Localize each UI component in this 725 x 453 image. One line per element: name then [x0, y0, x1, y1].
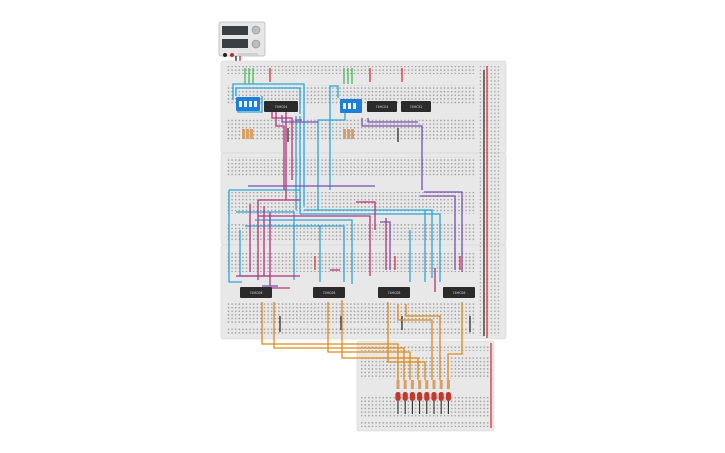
chip-u3[interactable]: 74HC32 [401, 101, 431, 112]
orange-wires [261, 300, 463, 380]
resistor-array-2[interactable] [343, 129, 354, 139]
chip-label: 74HC08 [388, 291, 401, 295]
blue-wires [228, 83, 441, 284]
led[interactable] [431, 392, 437, 401]
chip-u4[interactable]: 74HC08 [240, 287, 272, 298]
led[interactable] [395, 392, 401, 401]
led[interactable] [438, 392, 444, 401]
resistor[interactable] [439, 380, 443, 389]
resistor[interactable] [446, 380, 450, 389]
purple-wires [248, 115, 463, 287]
resistor[interactable] [396, 380, 400, 389]
chip-u5[interactable]: 74HC08 [313, 287, 345, 298]
resistor[interactable] [403, 380, 407, 389]
chip-u2[interactable]: 74HC04 [367, 101, 397, 112]
chip-u7[interactable]: 74HC08 [443, 287, 475, 298]
rail-wires [244, 66, 492, 428]
led[interactable] [417, 392, 423, 401]
led-row [395, 380, 451, 414]
knob-icon[interactable] [251, 39, 261, 49]
chip-label: 74HC08 [250, 291, 263, 295]
resistor[interactable] [432, 380, 436, 389]
led[interactable] [445, 392, 451, 401]
chip-u1[interactable]: 74HC04 [264, 101, 298, 112]
knob-icon[interactable] [251, 25, 261, 35]
chip-u6[interactable]: 74HC08 [378, 287, 410, 298]
magenta-wires [236, 110, 436, 292]
power-supply[interactable] [218, 21, 266, 57]
led[interactable] [402, 392, 408, 401]
dip-switch-1[interactable] [236, 97, 260, 111]
led[interactable] [409, 392, 415, 401]
resistor[interactable] [425, 380, 429, 389]
resistor-array-1[interactable] [242, 129, 253, 139]
led[interactable] [424, 392, 430, 401]
chip-label: 74HC04 [376, 105, 389, 109]
chip-label: 74HC32 [410, 105, 423, 109]
dip-switch-2[interactable] [340, 99, 362, 113]
chip-label: 74HC08 [323, 291, 336, 295]
chip-label: 74HC04 [275, 105, 288, 109]
resistor[interactable] [410, 380, 414, 389]
chip-label: 74HC08 [453, 291, 466, 295]
resistor[interactable] [418, 380, 422, 389]
